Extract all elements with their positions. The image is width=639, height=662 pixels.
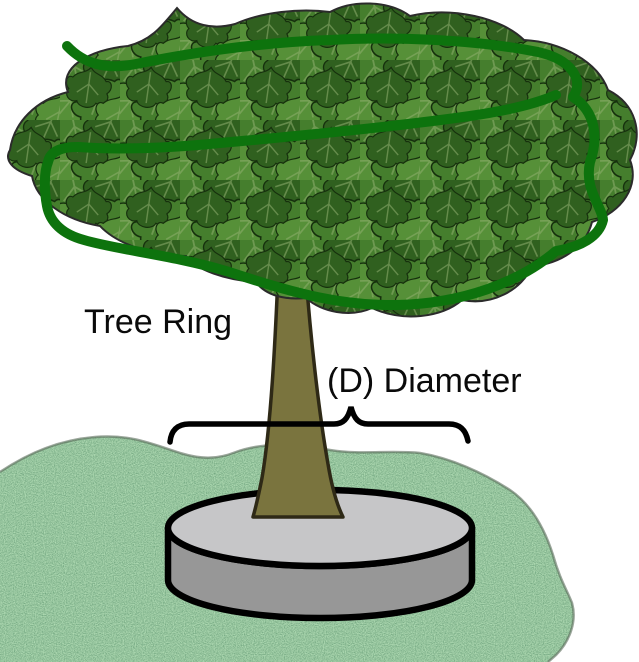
- diameter-label: (D) Diameter: [327, 362, 522, 400]
- grass-edge: [0, 435, 575, 662]
- tree-ring-label: Tree Ring: [84, 303, 233, 341]
- diameter-brace: [167, 406, 471, 445]
- tree-trunk: [251, 274, 345, 519]
- canopy-highlight-loop: [39, 33, 608, 311]
